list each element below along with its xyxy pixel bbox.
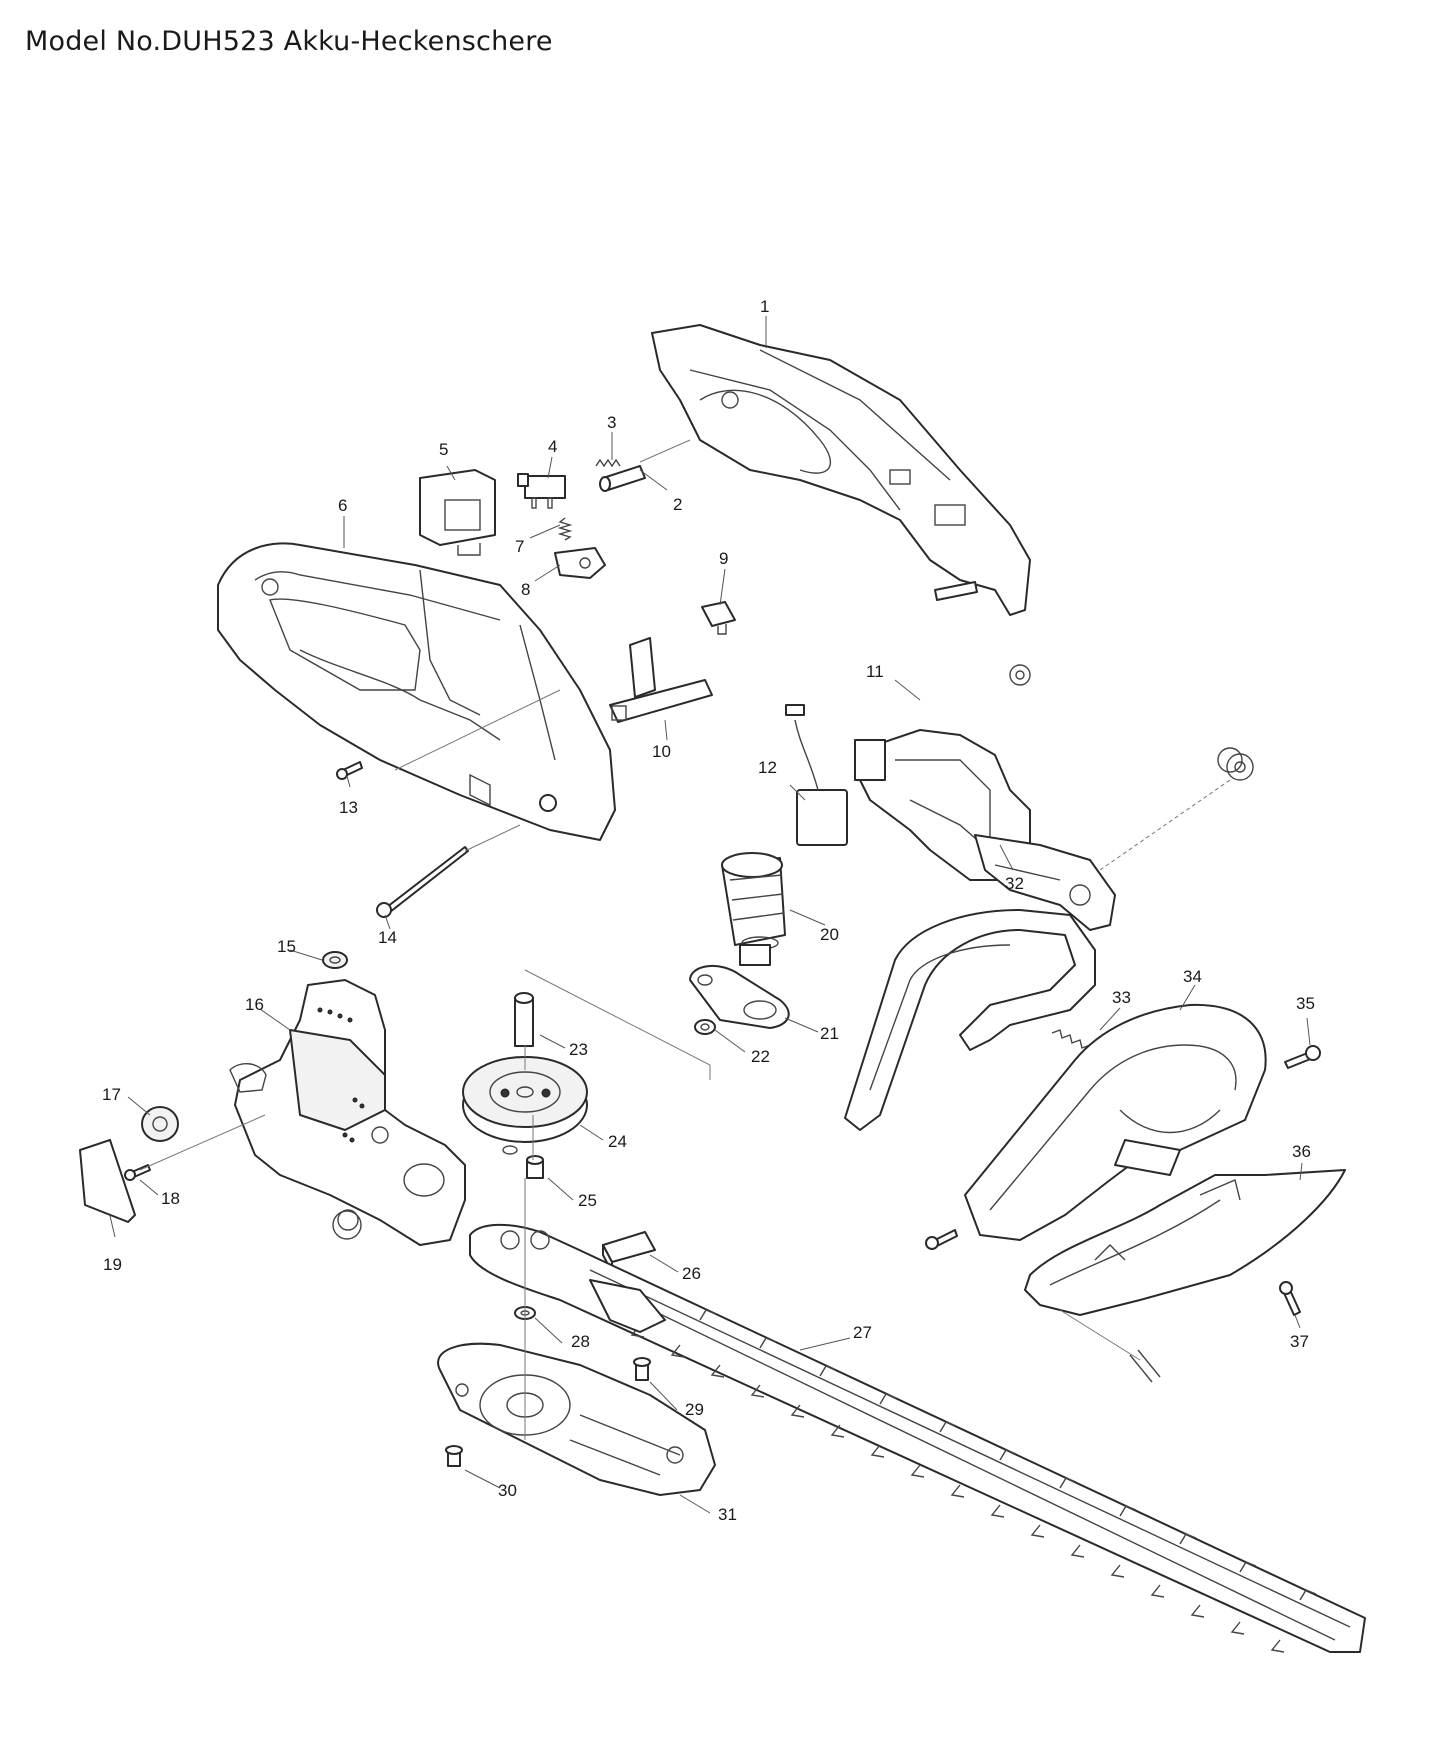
blade-teeth bbox=[630, 1309, 1317, 1653]
callout-1: 1 bbox=[760, 297, 769, 316]
part-29-screw bbox=[633, 1357, 651, 1381]
part-8-lever bbox=[554, 547, 606, 579]
callout-28: 28 bbox=[571, 1332, 590, 1351]
callout-22: 22 bbox=[751, 1047, 770, 1066]
part-6-housing-handle bbox=[217, 542, 616, 841]
part-16-gear-housing bbox=[229, 979, 466, 1246]
callout-18: 18 bbox=[161, 1189, 180, 1208]
part-25-bushing bbox=[502, 1145, 544, 1179]
part-19-guard bbox=[79, 1139, 136, 1223]
grommet-left bbox=[332, 1210, 362, 1240]
callout-13: 13 bbox=[339, 798, 358, 817]
callout-21: 21 bbox=[820, 1024, 839, 1043]
part-27-blade bbox=[469, 1223, 1366, 1653]
callout-8: 8 bbox=[521, 580, 530, 599]
part-24-gear bbox=[462, 1056, 588, 1143]
callout-37: 37 bbox=[1290, 1332, 1309, 1351]
page-title: Model No.DUH523 Akku-Heckenschere bbox=[25, 26, 553, 57]
part-14-long-screw bbox=[376, 846, 469, 918]
callout-35: 35 bbox=[1296, 994, 1315, 1013]
part-10-slider bbox=[609, 637, 713, 723]
callout-17: 17 bbox=[102, 1085, 121, 1104]
callout-7: 7 bbox=[515, 537, 524, 556]
part-9-switch bbox=[701, 601, 736, 635]
callout-20: 20 bbox=[820, 925, 839, 944]
part-17-grommet bbox=[141, 1106, 179, 1142]
callout-29: 29 bbox=[685, 1400, 704, 1419]
part-35-screw bbox=[1284, 1045, 1321, 1069]
callout-36: 36 bbox=[1292, 1142, 1311, 1161]
part-36-hand-guard bbox=[1024, 1169, 1346, 1316]
callout-3: 3 bbox=[607, 413, 616, 432]
part-34-front-handle bbox=[964, 1003, 1267, 1241]
callout-4: 4 bbox=[548, 437, 557, 456]
part-7-spring bbox=[557, 517, 573, 541]
part-31-gear-cover bbox=[437, 1342, 716, 1496]
part-2-pin bbox=[599, 465, 646, 492]
assembly-axes bbox=[139, 439, 1231, 1440]
screw-front-handle bbox=[925, 1229, 958, 1250]
callout-24: 24 bbox=[608, 1132, 627, 1151]
callout-30: 30 bbox=[498, 1481, 517, 1500]
vent-holes bbox=[317, 1007, 365, 1143]
callout-5: 5 bbox=[439, 440, 448, 459]
callout-15: 15 bbox=[277, 937, 296, 956]
callout-16: 16 bbox=[245, 995, 264, 1014]
callout-14: 14 bbox=[378, 928, 397, 947]
grommet-right bbox=[1217, 747, 1243, 773]
pin-hand-guard bbox=[1129, 1349, 1161, 1383]
part-23-shaft bbox=[514, 992, 534, 1047]
part-4-switch bbox=[517, 473, 566, 509]
callout-27: 27 bbox=[853, 1323, 872, 1342]
part-20-motor bbox=[721, 852, 786, 966]
callout-12: 12 bbox=[758, 758, 777, 777]
callout-31: 31 bbox=[718, 1505, 737, 1524]
part-21-bracket bbox=[689, 964, 790, 1029]
callout-6: 6 bbox=[338, 496, 347, 515]
callout-19: 19 bbox=[103, 1255, 122, 1274]
part-32-housing bbox=[974, 753, 1254, 931]
leader-lines bbox=[109, 316, 1311, 1514]
part-12-capacitor bbox=[785, 704, 848, 846]
callout-10: 10 bbox=[652, 742, 671, 761]
part-22-washer bbox=[694, 1019, 716, 1035]
part-13-screw bbox=[336, 761, 363, 780]
callout-23: 23 bbox=[569, 1040, 588, 1059]
callout-11: 11 bbox=[866, 662, 884, 681]
part-3-spring bbox=[595, 458, 621, 468]
front-handle-upper bbox=[844, 909, 1096, 1131]
callout-labels: 1 2 3 4 5 6 7 8 9 10 11 12 13 14 15 16 1… bbox=[102, 297, 1315, 1524]
callout-26: 26 bbox=[682, 1264, 701, 1283]
callout-34: 34 bbox=[1183, 967, 1202, 986]
callout-9: 9 bbox=[719, 549, 728, 568]
part-5-plate bbox=[419, 469, 496, 556]
callout-33: 33 bbox=[1112, 988, 1131, 1007]
part-1-housing-upper bbox=[651, 324, 1031, 616]
part-37-screw bbox=[1279, 1281, 1301, 1316]
part-30-screw bbox=[445, 1445, 463, 1467]
callout-32: 32 bbox=[1005, 874, 1024, 893]
callout-25: 25 bbox=[578, 1191, 597, 1210]
callout-2: 2 bbox=[673, 495, 682, 514]
part-15-washer bbox=[322, 951, 348, 969]
